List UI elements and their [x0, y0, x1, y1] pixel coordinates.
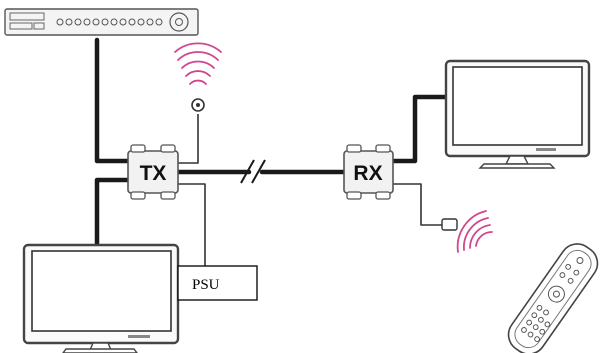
remote-control-icon — [507, 243, 599, 353]
cable-tx-to-psu — [178, 183, 206, 266]
cable-rx-to-ir-emitter — [393, 183, 442, 226]
cable-rx-to-remote-monitor — [390, 94, 449, 164]
rx-label: RX — [353, 162, 382, 185]
cable-tx-to-local-monitor — [94, 177, 131, 247]
tx-label: TX — [140, 162, 167, 185]
ir-eye-sensor-icon — [191, 98, 205, 112]
wireless-signal-icon — [174, 42, 222, 85]
remote-monitor-icon — [444, 59, 591, 169]
transmitter-box: TX — [127, 144, 179, 200]
cables — [94, 37, 449, 247]
dvr-recorder-icon — [4, 8, 199, 36]
thin-cables — [178, 114, 442, 266]
ir-emitter-icon — [441, 218, 458, 231]
psu-label: PSU — [192, 277, 220, 293]
psu-box: PSU — [177, 265, 258, 301]
receiver-box: RX — [343, 144, 394, 200]
remote-signal-waves-icon — [456, 210, 493, 253]
cable-dvr-to-tx — [94, 37, 131, 164]
cable-tx-to-ir-sensor — [178, 114, 199, 164]
local-monitor-icon — [22, 243, 180, 353]
cable-break-icon — [240, 159, 266, 184]
